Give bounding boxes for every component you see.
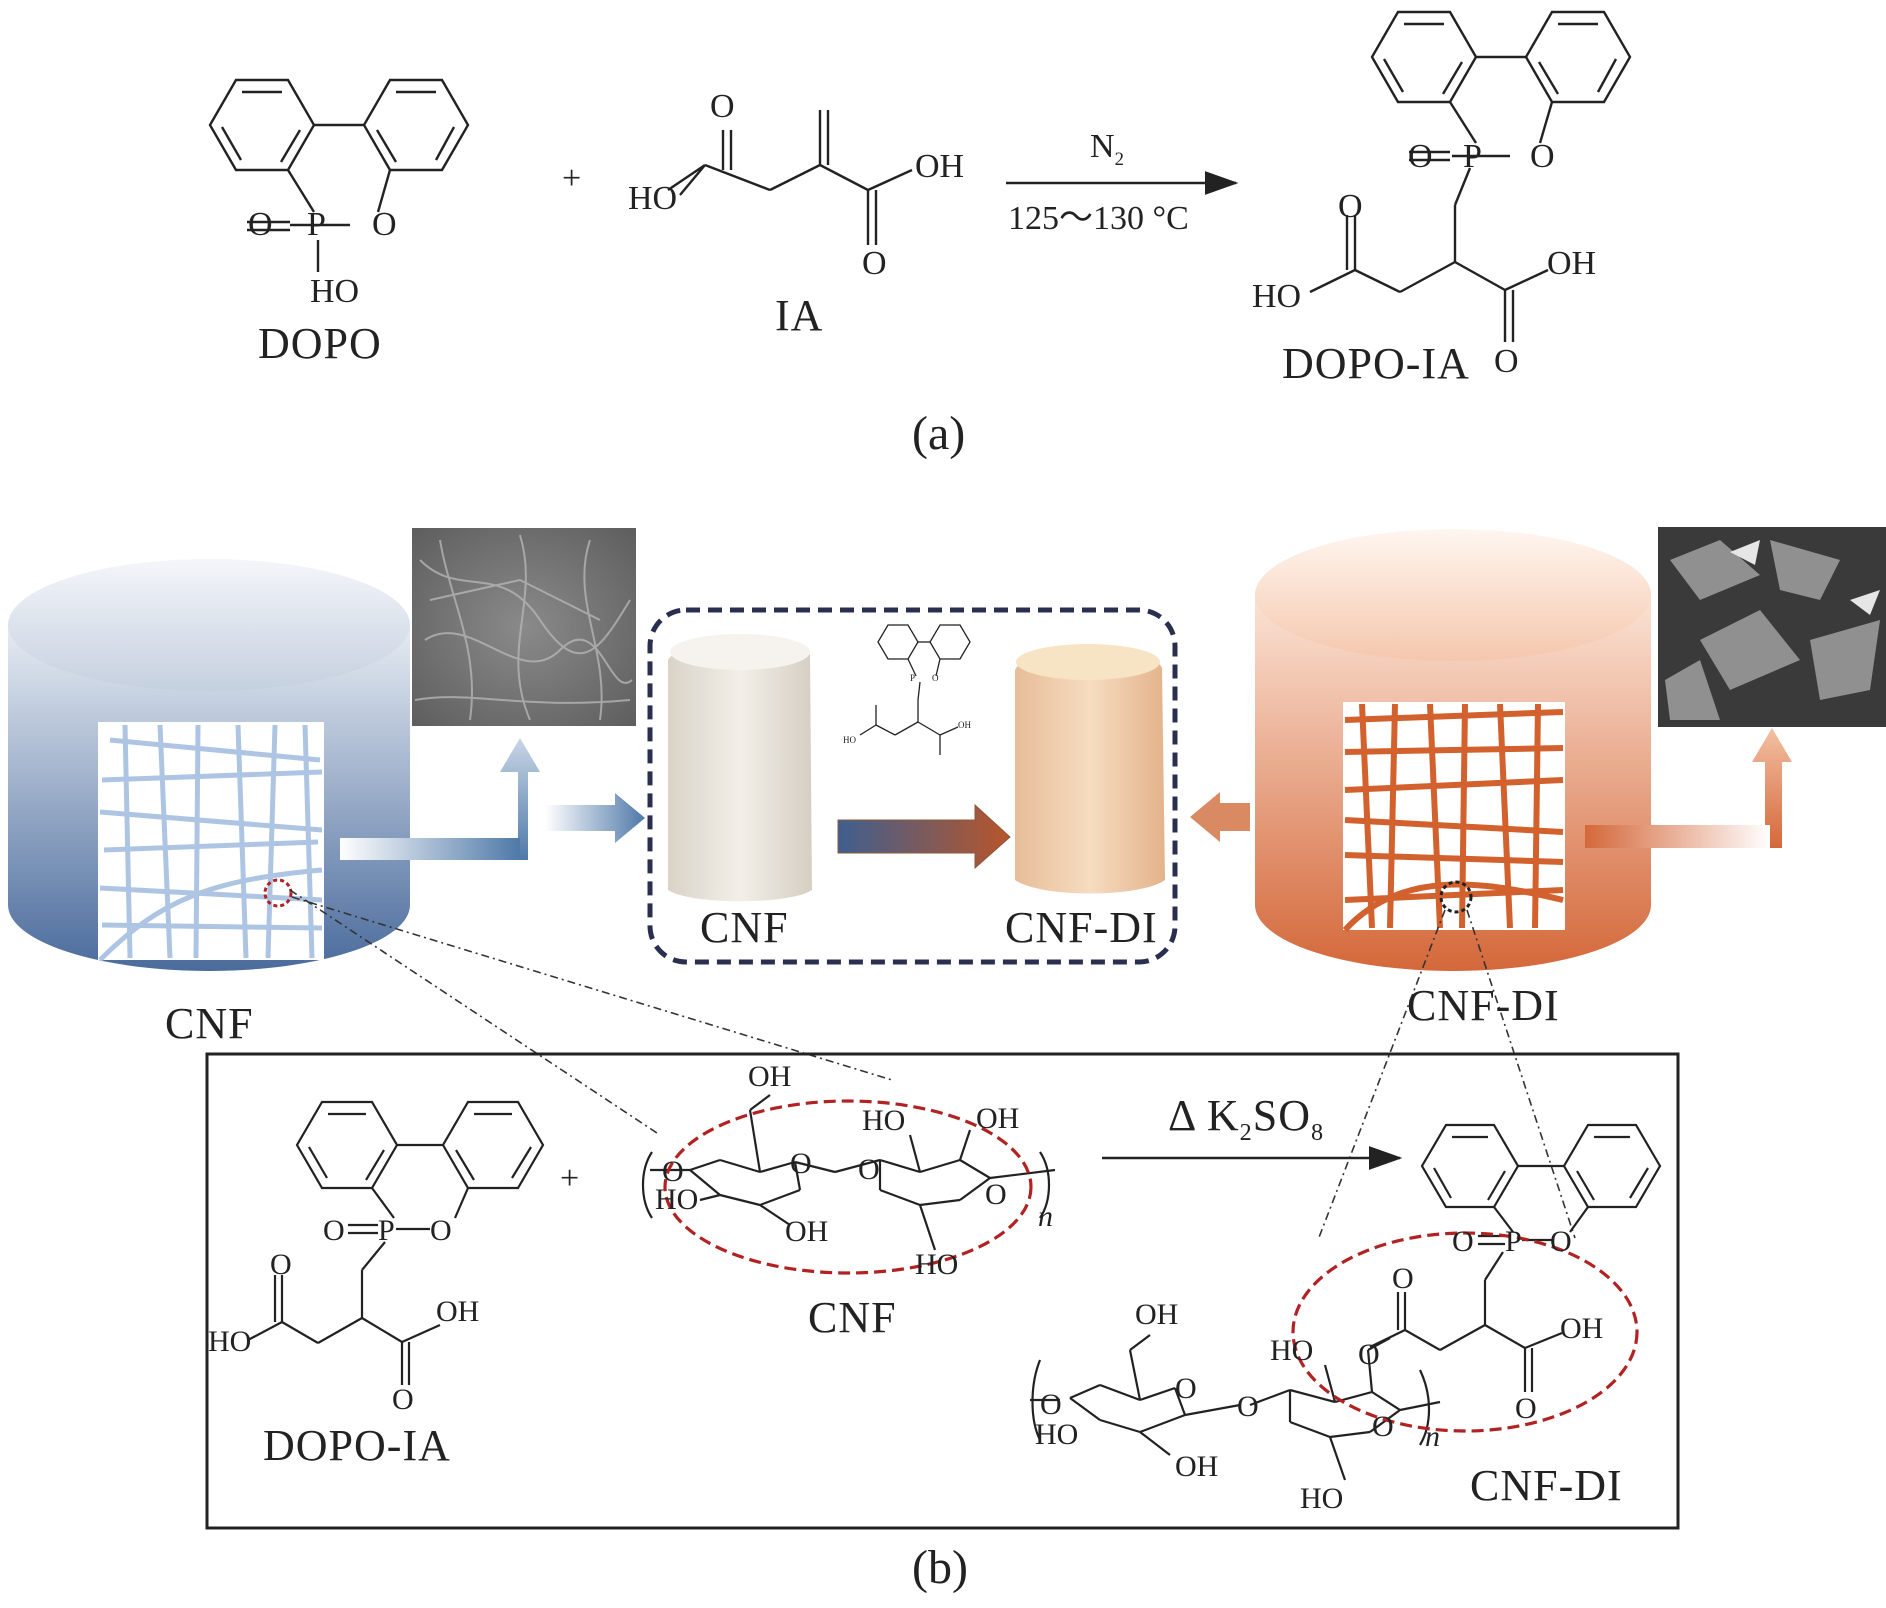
dopo-atom-p: P [307, 206, 326, 243]
cnf-di-cylinder [1255, 529, 1651, 971]
mini-atom-o: O [932, 673, 939, 683]
box-reactant-ho: HO [208, 1325, 252, 1358]
plus-a: + [562, 160, 582, 197]
ia-structure [667, 110, 913, 245]
cnfdi-atom-oh-acid: OH [1560, 1312, 1604, 1345]
connector-lines [289, 889, 1576, 1241]
cnf-di-up-arrow [1585, 728, 1792, 848]
cnf-atom-o-ring2: O [985, 1178, 1007, 1211]
cnfdi-atom-ho-bottom: HO [1300, 1482, 1344, 1515]
mini-atom-p: P [910, 673, 916, 683]
dopo-atom-o-double: O [248, 206, 273, 243]
sample-box [647, 607, 1178, 965]
ia-name: IA [775, 291, 824, 340]
cnf-right-arrow [545, 793, 645, 843]
cnfdi-atom-p: P [1505, 1225, 1522, 1258]
condition-temp: 125～130 °C [1008, 200, 1189, 237]
cnfdi-atom-o-top-acid: O [1392, 1262, 1414, 1295]
cnf-atom-o-mid: O [790, 1147, 812, 1180]
box-cnf-name: CNF [808, 1293, 897, 1342]
cnfdi-atom-oh-top: OH [1135, 1298, 1179, 1331]
sample-cnf-label: CNF [700, 903, 789, 952]
cnfdi-atom-o-double: O [1452, 1225, 1474, 1258]
plus-b: + [560, 1160, 580, 1197]
product-atom-o-double: O [1408, 138, 1433, 175]
product-atom-oh: OH [1547, 245, 1597, 282]
dopo-atom-o-ring: O [372, 206, 397, 243]
cnf-atom-ho-a: HO [862, 1104, 906, 1137]
cnf-atom-oh-top: OH [748, 1060, 792, 1093]
box-reactant-o-left: O [270, 1248, 292, 1281]
cnf-atom-oh-bottom: OH [785, 1215, 829, 1248]
cnf-cylinder-label: CNF [165, 999, 254, 1048]
cnfdi-atom-o-bridge: O [1237, 1390, 1259, 1423]
panel-a-label: (a) [912, 407, 966, 460]
cnfdi-atom-o-ring2: O [1372, 1410, 1394, 1443]
dopo-structure [208, 78, 470, 272]
ia-atom-ho: HO [628, 180, 678, 217]
reaction-box [205, 1052, 1680, 1530]
box-product-name: CNF-DI [1470, 1461, 1623, 1510]
product-name: DOPO-IA [1282, 339, 1470, 388]
cnf-highlight-ellipse [663, 1099, 1033, 1275]
product-atom-p: P [1463, 138, 1482, 175]
cnf-cylinder [8, 559, 410, 971]
product-atom-o-ring: O [1530, 138, 1555, 175]
mini-atom-ho: HO [843, 735, 856, 745]
box-reactant-p: P [378, 1214, 395, 1247]
cnfdi-atom-ho-left: HO [1035, 1418, 1079, 1451]
cnfdi-atom-ho-mid: HO [1270, 1334, 1314, 1367]
cnf-di-sem-image [1658, 527, 1886, 727]
cnfdi-atom-o-acid-bottom: O [1515, 1392, 1537, 1425]
cnf-up-arrow [340, 738, 540, 860]
cnf-atom-o-bridge: O [858, 1153, 880, 1186]
cnf-sem-image [412, 528, 636, 726]
sample-cnf-di-label: CNF-DI [1005, 903, 1158, 952]
dopo-atom-ho: HO [310, 273, 360, 310]
cnf-atom-ho-bottom: HO [915, 1248, 959, 1281]
condition-gas: N2 [1090, 128, 1124, 170]
cnfdi-atom-o-left: O [1040, 1388, 1062, 1421]
box-reactant-o-ring: O [430, 1214, 452, 1247]
panel-b-label: (b) [912, 1541, 968, 1594]
box-reactant-o-bottom: O [392, 1383, 414, 1416]
cnfdi-atom-o-ring: O [1550, 1225, 1572, 1258]
box-cnf-structure [642, 1094, 1056, 1251]
cnf-atom-oh-b: OH [976, 1102, 1020, 1135]
cnf-atom-o-left: O [662, 1155, 684, 1188]
cnf-di-cylinder-label: CNF-DI [1407, 981, 1560, 1030]
cnfdi-atom-o-ring: O [1175, 1372, 1197, 1405]
product-atom-o-left: O [1338, 188, 1363, 225]
product-atom-ho: HO [1252, 278, 1302, 315]
box-reactant-o-double: O [323, 1214, 345, 1247]
ia-atom-o-top: O [710, 88, 735, 125]
cnfdi-atom-o-ester: O [1358, 1338, 1380, 1371]
cnf-atom-n: n [1038, 1200, 1053, 1233]
dopo-ia-structure [1309, 10, 1632, 342]
cnf-di-left-arrow [1190, 792, 1250, 842]
panel-a-reaction [208, 10, 1632, 342]
cnf-di-highlight-ellipse [1291, 1231, 1639, 1433]
cnf-atom-ho-left: HO [655, 1183, 699, 1216]
ia-atom-oh: OH [915, 148, 965, 185]
product-atom-o-bottom: O [1494, 343, 1519, 380]
box-reactant-name: DOPO-IA [263, 1421, 451, 1470]
cnfdi-atom-n: n [1425, 1420, 1440, 1453]
box-reactant-oh: OH [436, 1295, 480, 1328]
mini-atom-oh: OH [958, 720, 971, 730]
box-cnf-di-structure [1030, 1123, 1662, 1481]
cnfdi-atom-oh-bottom: OH [1175, 1450, 1219, 1483]
box-dopo-ia-structure [247, 1100, 545, 1385]
ia-atom-o-bottom: O [862, 245, 887, 282]
dopo-name: DOPO [258, 319, 382, 368]
box-conditions: Δ K2SO8 [1168, 1091, 1325, 1146]
